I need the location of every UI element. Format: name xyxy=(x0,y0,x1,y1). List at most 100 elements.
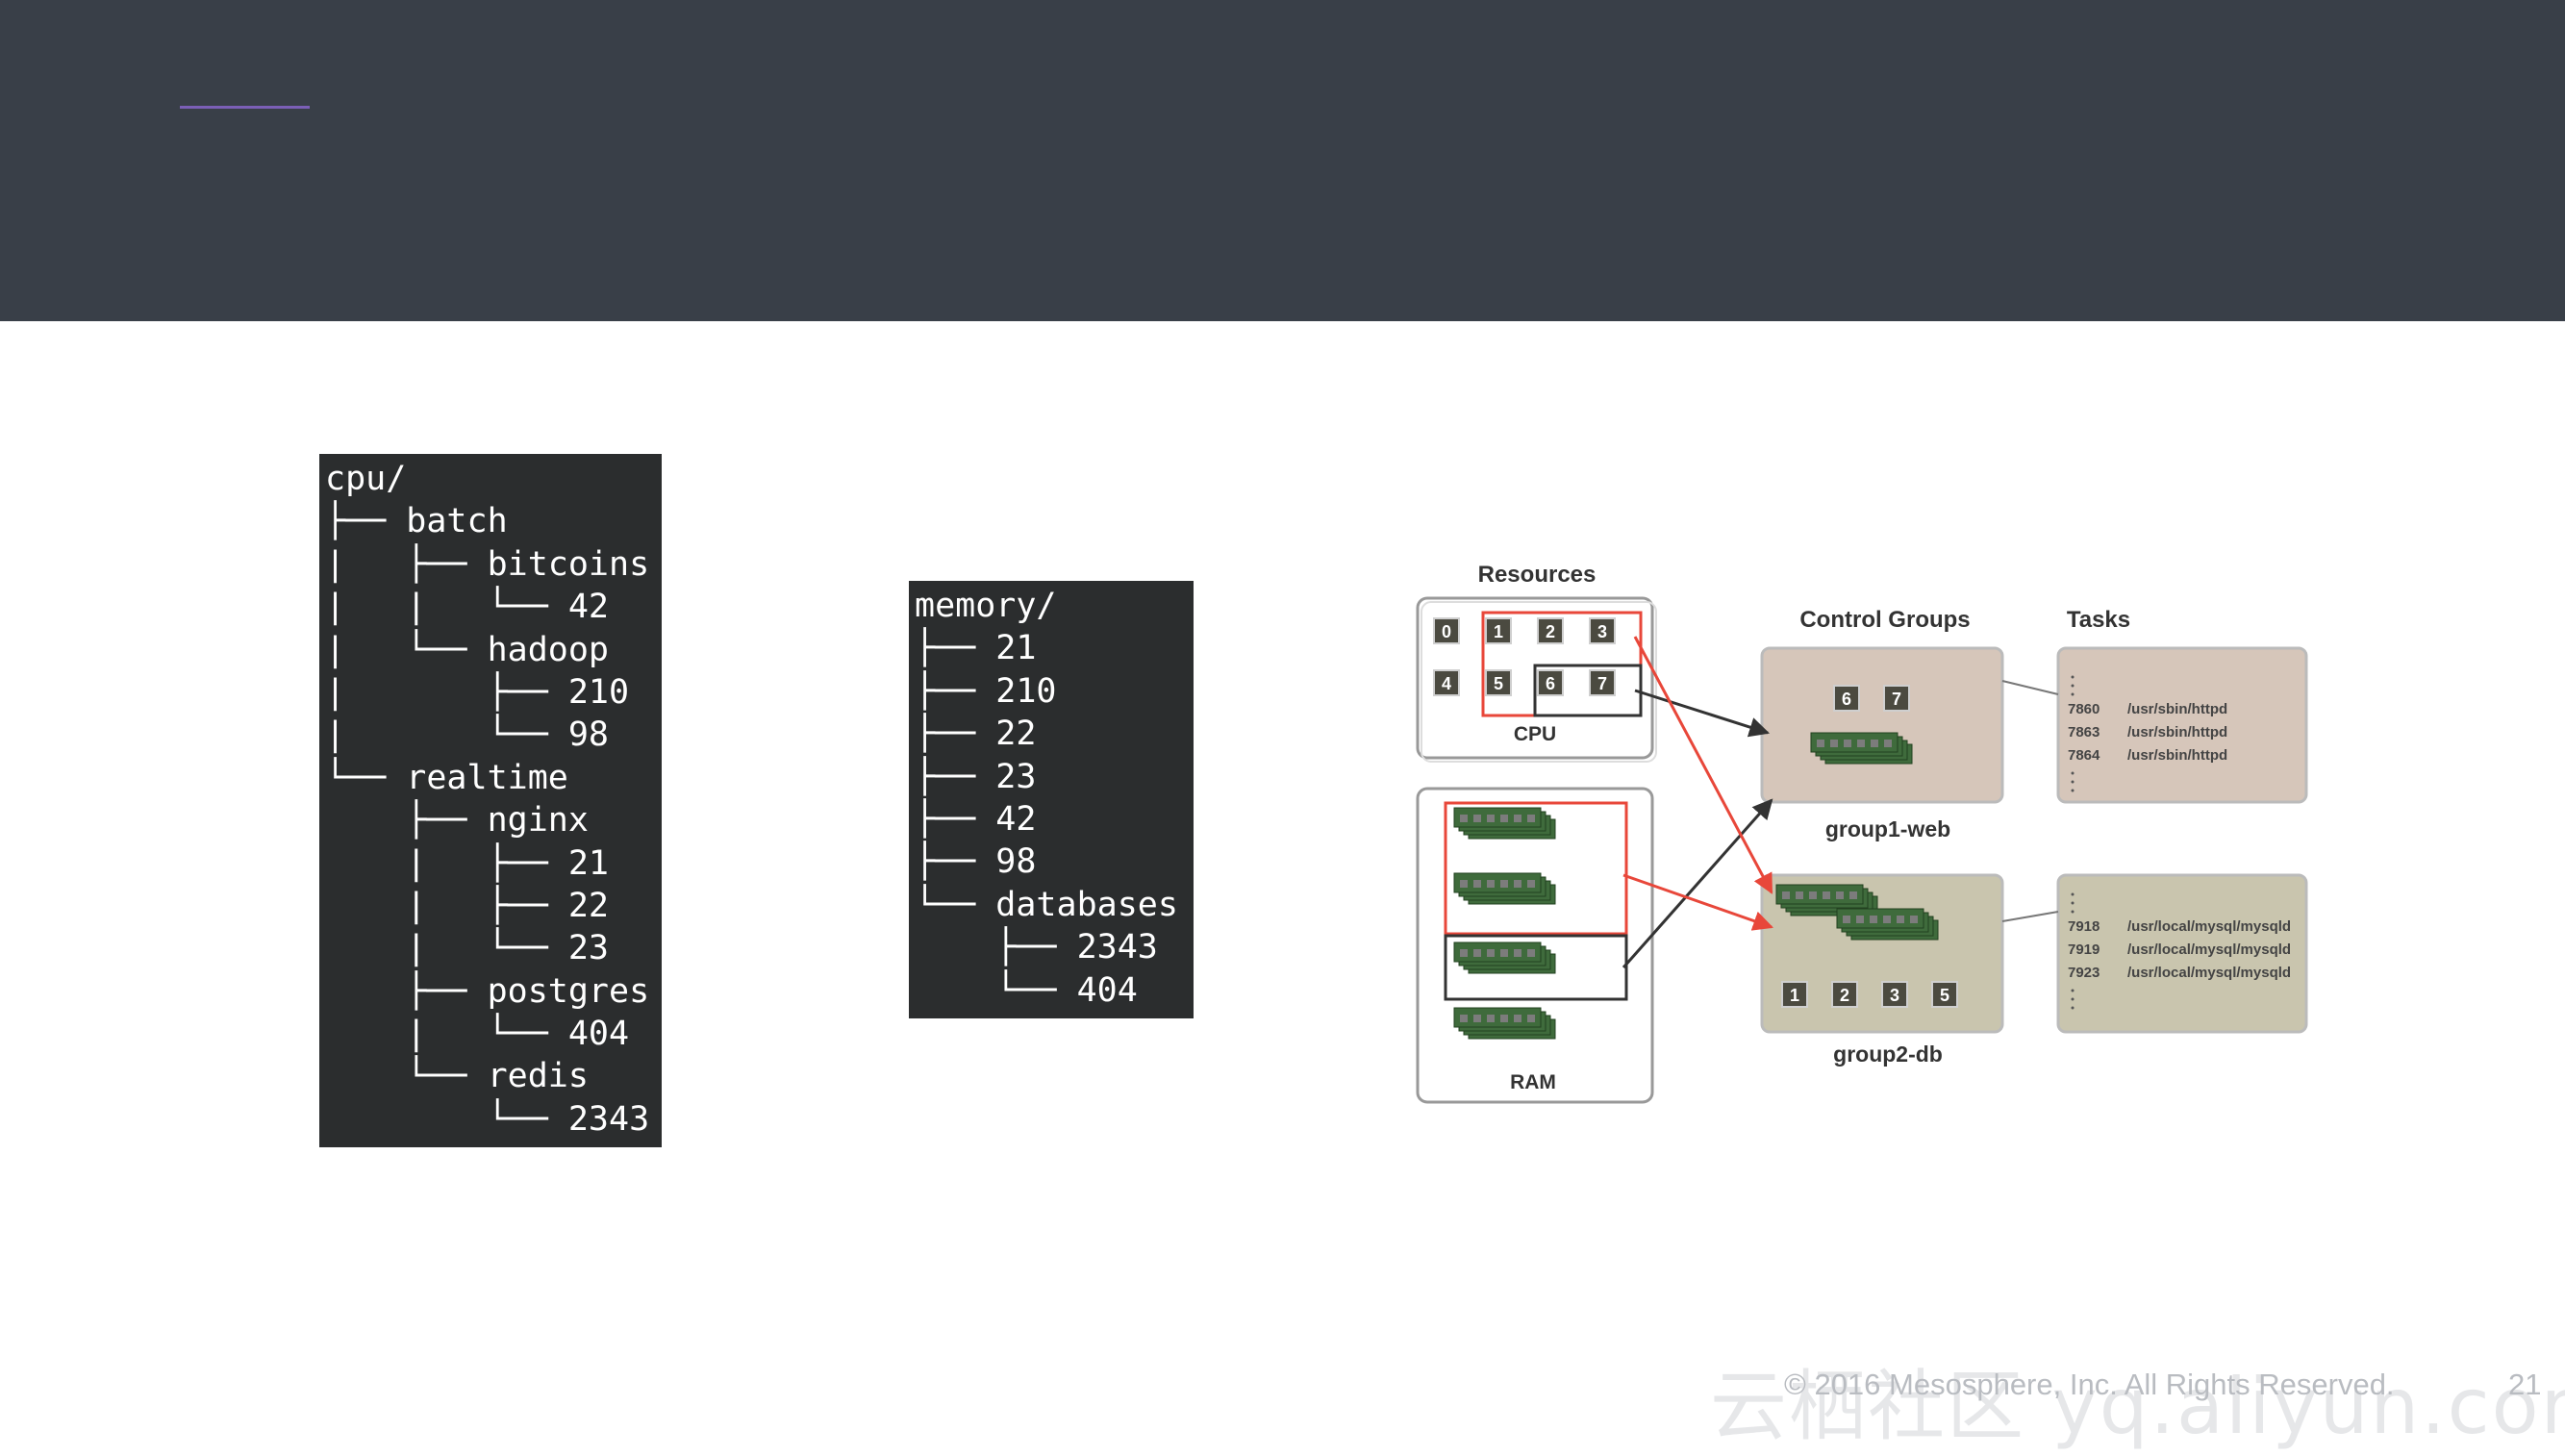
resources-label: Resources xyxy=(1478,562,1597,588)
arrow-cpu-to-group2 xyxy=(1633,636,1773,894)
cpu-group1-selection xyxy=(1533,664,1643,717)
cpu-tree-line: | └── 23 xyxy=(325,929,610,968)
cpu-cell: 7 xyxy=(1589,669,1616,696)
page-number: 21 xyxy=(2508,1368,2542,1401)
group1-web-label: group1-web xyxy=(1825,816,1950,841)
group2-cpu-cell-label: 5 xyxy=(1940,986,1949,1005)
ram-module xyxy=(1453,872,1556,905)
task-path: /usr/sbin/httpd xyxy=(2127,724,2227,741)
group2-ram-module xyxy=(1836,908,1939,941)
group1-web-panel xyxy=(1760,646,2004,804)
group1-cpu-cell-label: 6 xyxy=(1842,690,1851,709)
memory-tree-line: ├── 21 xyxy=(915,629,1037,668)
ram-group1-selection xyxy=(1444,934,1628,1001)
cpu-cell-label: 7 xyxy=(1597,674,1607,693)
task-pid: 7923 xyxy=(2068,965,2100,981)
cpu-tree-line: | └── hadoop xyxy=(325,630,610,669)
task-pid: 7863 xyxy=(2068,724,2100,741)
memory-tree-line: ├── 22 xyxy=(915,715,1037,754)
copyright-footer: © 2016 Mesosphere, Inc. All Rights Reser… xyxy=(1784,1368,2395,1401)
ram-group2-selection xyxy=(1444,801,1628,936)
memory-tree-line: └── 404 xyxy=(915,970,1138,1010)
group2-cpu-cells: 1 2 3 5 xyxy=(1781,981,1958,1008)
watermark: 云栖社区 yq.aliyun.com xyxy=(1710,1362,2565,1451)
group1-tasks-connector xyxy=(2001,680,2059,695)
cpu-cell-label: 5 xyxy=(1494,674,1503,693)
group1-task-list: 7860/usr/sbin/httpd 7863/usr/sbin/httpd 78… xyxy=(2068,675,2227,792)
task-path: /usr/local/mysql/mysqld xyxy=(2127,918,2291,935)
group2-cpu-cell-label: 2 xyxy=(1840,986,1849,1005)
task-path: /usr/sbin/httpd xyxy=(2127,747,2227,764)
task-path: /usr/local/mysql/mysqld xyxy=(2127,941,2291,958)
memory-tree-line: memory/ xyxy=(915,587,1057,625)
cpu-cell: 6 xyxy=(1537,669,1564,696)
group2-db-label: group2-db xyxy=(1833,1042,1943,1067)
cpu-tree-line: └── 2343 xyxy=(325,1099,650,1139)
arrow-ram-to-group2 xyxy=(1622,873,1773,931)
control-groups-label: Control Groups xyxy=(1799,607,1970,633)
group2-tasks-panel xyxy=(2056,873,2308,1034)
cpu-cell-label: 0 xyxy=(1442,622,1451,641)
cpu-tree-line: | ├── 21 xyxy=(325,843,610,883)
group1-cpu-cell: 7 xyxy=(1883,685,1910,712)
title-accent-line xyxy=(180,106,310,109)
cpu-cell-label: 3 xyxy=(1597,622,1607,641)
tasks-label: Tasks xyxy=(2067,607,2130,633)
title-bar xyxy=(0,0,2565,321)
memory-cgroup-tree: memory/├── 21├── 210├── 22├── 23├── 42├─… xyxy=(909,581,1194,1018)
group2-ram-modules xyxy=(1775,884,1939,941)
task-path: /usr/local/mysql/mysqld xyxy=(2127,965,2291,981)
cpu-tree-line: └── realtime xyxy=(325,758,568,797)
cpu-tree-line: | └── 404 xyxy=(325,1015,630,1054)
memory-tree-line: ├── 98 xyxy=(915,842,1037,882)
task-pid: 7918 xyxy=(2068,918,2100,935)
cpu-cell: 3 xyxy=(1589,617,1616,644)
cpu-tree-line: | | └── 42 xyxy=(325,588,610,627)
cpu-cell-label: 1 xyxy=(1494,622,1503,641)
cpu-tree-line: cpu/ xyxy=(325,460,407,498)
memory-tree-line: └── databases xyxy=(915,885,1178,924)
cpu-cells: 0 1 2 3 4 5 6 7 xyxy=(1433,617,1616,696)
group1-cpu-cell: 6 xyxy=(1833,685,1860,712)
memory-tree-line: ├── 210 xyxy=(915,671,1057,711)
task-pid: 7919 xyxy=(2068,941,2100,958)
ram-modules xyxy=(1453,807,1556,1040)
group2-cpu-cell: 3 xyxy=(1881,981,1908,1008)
group1-ram-modules xyxy=(1810,732,1913,765)
memory-tree-line: ├── 42 xyxy=(915,799,1037,839)
memory-tree-line: ├── 2343 xyxy=(915,928,1158,967)
cpu-cell-label: 6 xyxy=(1546,674,1555,693)
group2-cpu-cell: 5 xyxy=(1931,981,1958,1008)
cpu-cell: 5 xyxy=(1485,669,1512,696)
cpu-cell: 4 xyxy=(1433,669,1460,696)
ram-module xyxy=(1453,807,1556,840)
cpu-tree-line: | ├── 210 xyxy=(325,672,630,712)
cpu-cell: 2 xyxy=(1537,617,1564,644)
arrow-ram-to-group1 xyxy=(1622,798,1773,968)
cpu-cell: 1 xyxy=(1485,617,1512,644)
task-pid: 7864 xyxy=(2068,747,2100,764)
cgroups-diagram: Resources Control Groups Tasks CPU 0 1 2 3 4… xyxy=(1416,562,2308,1104)
cpu-tree-line: | ├── bitcoins xyxy=(325,544,650,584)
task-pid: 7860 xyxy=(2068,701,2100,717)
cpu-cell-label: 4 xyxy=(1442,674,1451,693)
group2-tasks-connector xyxy=(2001,911,2059,922)
cpu-label: CPU xyxy=(1514,723,1556,745)
cpu-cgroup-tree: cpu/├── batch| ├── bitcoins| | └── 42| └… xyxy=(319,454,662,1147)
cpu-tree-line: ├── batch xyxy=(325,502,508,541)
group2-cpu-cell-label: 1 xyxy=(1790,986,1799,1005)
cpu-tree-line: ├── postgres xyxy=(325,971,650,1011)
ram-module xyxy=(1453,1007,1556,1040)
ram-module xyxy=(1453,941,1556,974)
group2-task-list: 7918/usr/local/mysql/mysqld 7919/usr/loca… xyxy=(2068,892,2291,1010)
arrow-cpu-to-group1 xyxy=(1634,689,1771,738)
cpu-cell: 0 xyxy=(1433,617,1460,644)
group1-cpu-cell-label: 7 xyxy=(1892,690,1901,709)
group1-ram-module xyxy=(1810,732,1913,765)
cpu-tree-line: └── redis xyxy=(325,1057,589,1096)
ram-label: RAM xyxy=(1510,1071,1556,1093)
cpu-tree-line: | ├── 22 xyxy=(325,886,610,925)
group2-cpu-cell-label: 3 xyxy=(1890,986,1899,1005)
cpu-tree-line: ├── nginx xyxy=(325,801,589,841)
